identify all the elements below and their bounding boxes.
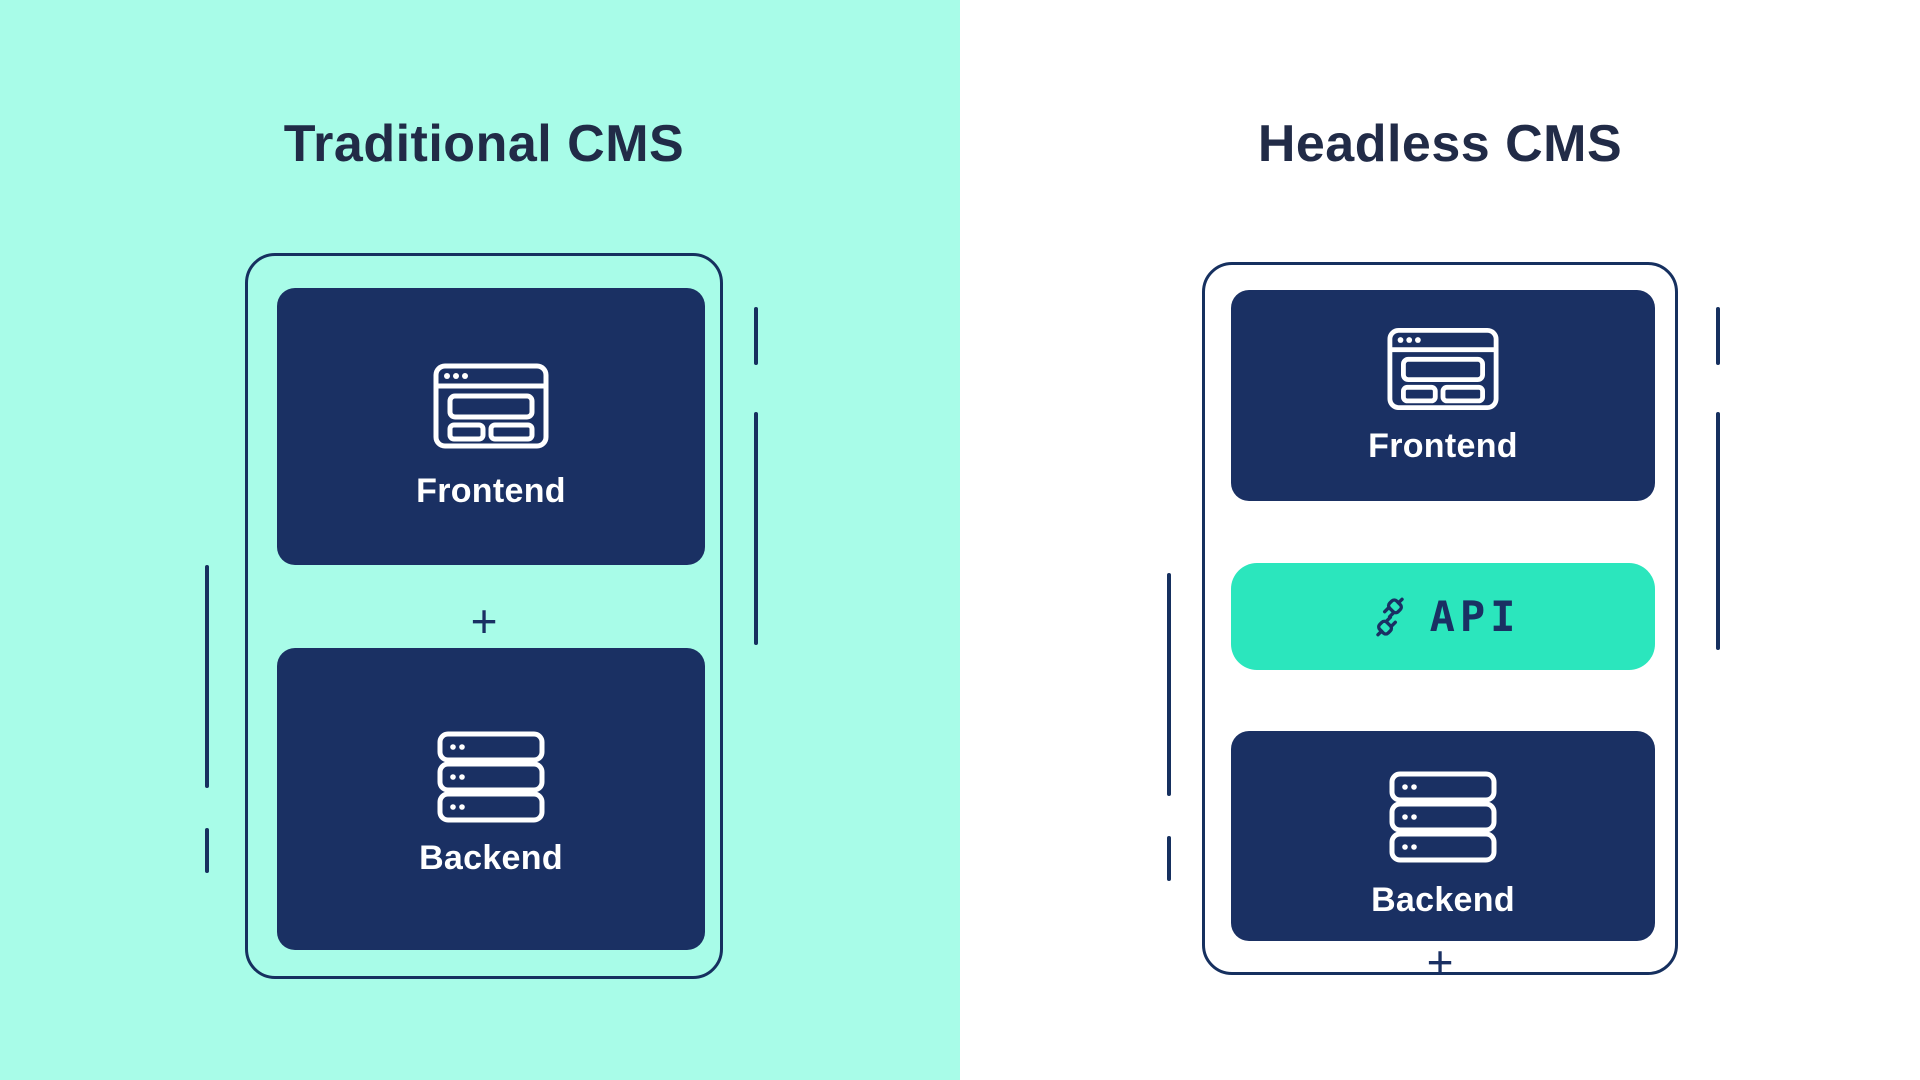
backend-box: Backend	[1231, 731, 1655, 941]
traditional-cms-panel: Traditional CMS Frontend	[0, 0, 960, 1080]
server-stack-icon	[277, 731, 705, 823]
decor-line	[205, 828, 209, 873]
decor-line	[754, 307, 758, 365]
headless-cms-title: Headless CMS	[1257, 115, 1623, 173]
frontend-label: Frontend	[1368, 427, 1518, 465]
server-stack-icon	[1231, 771, 1655, 863]
frontend-label: Frontend	[416, 472, 566, 510]
api-label: API	[1429, 592, 1521, 641]
decor-line	[1716, 412, 1720, 650]
frontend-box: Frontend	[277, 288, 705, 565]
plus-symbol: +	[1426, 936, 1454, 988]
decor-line	[1167, 836, 1171, 881]
browser-window-icon	[277, 363, 705, 449]
decor-line	[1716, 307, 1720, 365]
backend-label: Backend	[419, 839, 563, 877]
headless-cms-panel: Headless CMS Frontend +	[960, 0, 1920, 1080]
headless-cms-container: Frontend + API	[1202, 262, 1678, 988]
plug-icon	[1366, 593, 1414, 641]
traditional-cms-title: Traditional CMS	[283, 115, 685, 173]
traditional-cms-container: Frontend Backend	[245, 253, 723, 979]
decor-line	[1167, 573, 1171, 796]
browser-window-icon	[1231, 327, 1655, 411]
decor-line	[205, 565, 209, 788]
plus-symbol: +	[470, 595, 498, 647]
frontend-box: Frontend	[1231, 290, 1655, 501]
decor-line	[754, 412, 758, 645]
backend-label: Backend	[1371, 881, 1515, 919]
api-box: API	[1231, 563, 1655, 670]
backend-box: Backend	[277, 648, 705, 950]
